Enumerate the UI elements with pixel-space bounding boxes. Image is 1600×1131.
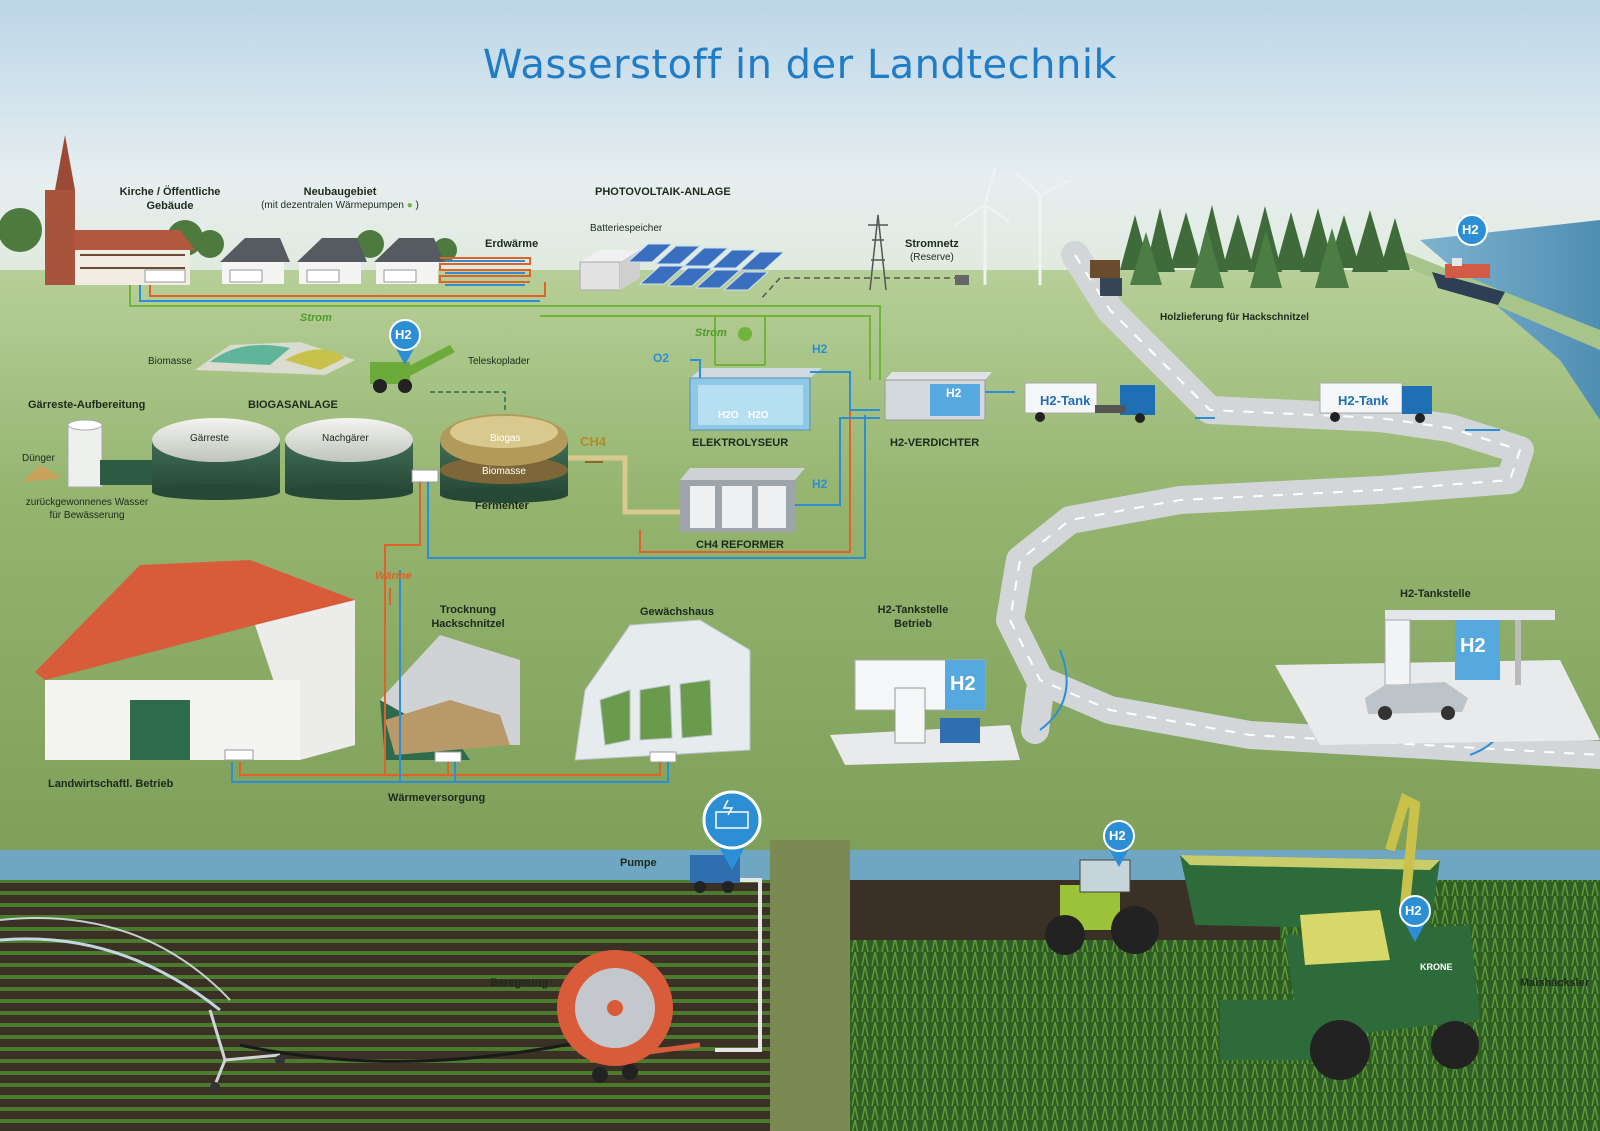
marker-tractor-text: H2 bbox=[1109, 828, 1126, 843]
label-o2: O2 bbox=[653, 351, 669, 365]
label-biomasse-fermenter: Biomasse bbox=[482, 466, 526, 479]
label-h2-station-sign-1: H2 bbox=[950, 673, 976, 696]
label-stromnetz-title: Stromnetz bbox=[905, 238, 959, 250]
label-waerme: Wärme bbox=[375, 570, 412, 582]
label-kirche: Kirche / Öffentliche Gebäude bbox=[110, 186, 230, 214]
label-neubaugebiet-sub-text: (mit dezentralen Wärmepumpen bbox=[261, 200, 404, 211]
label-pumpe: Pumpe bbox=[620, 857, 657, 871]
label-nachgaerer: Nachgärer bbox=[322, 433, 369, 446]
label-strom-left: Strom bbox=[300, 312, 332, 324]
gaerreste-tank bbox=[152, 418, 280, 500]
label-biomasse-top: Biomasse bbox=[148, 356, 192, 369]
label-biogasanlage: BIOGASANLAGE bbox=[248, 399, 338, 413]
label-waermeversorgung: Wärmeversorgung bbox=[388, 792, 485, 806]
fermenter-tank bbox=[440, 414, 568, 503]
label-ch4: CH4 bbox=[580, 434, 606, 449]
label-neubaugebiet-title: Neubaugebiet bbox=[304, 186, 377, 198]
label-h2-verdichter-box: H2 bbox=[946, 386, 961, 400]
label-landwirtschaftl: Landwirtschaftl. Betrieb bbox=[48, 778, 173, 792]
label-strom-mid: Strom bbox=[695, 327, 727, 339]
label-h2-elektro: H2 bbox=[812, 342, 827, 356]
label-neubaugebiet-sub-end: ) bbox=[416, 200, 419, 211]
label-holzlieferung: Holzlieferung für Hackschnitzel bbox=[1160, 312, 1309, 325]
label-neubaugebiet: Neubaugebiet (mit dezentralen Wärmepumpe… bbox=[245, 186, 435, 212]
label-h2o-1: H2O bbox=[718, 410, 739, 421]
label-trocknung: Trocknung Hackschnitzel bbox=[428, 604, 508, 632]
label-biogas: Biogas bbox=[490, 433, 521, 446]
field-path bbox=[770, 840, 850, 1131]
page-title: Wasserstoff in der Landtechnik bbox=[0, 42, 1600, 88]
label-erdwaerme: Erdwärme bbox=[485, 238, 538, 252]
fermenter-heat-exchanger bbox=[412, 470, 438, 482]
label-h2-tank-1: H2-Tank bbox=[1040, 393, 1090, 408]
lightning-icon bbox=[738, 327, 752, 341]
label-stromnetz: Stromnetz (Reserve) bbox=[905, 238, 959, 264]
label-stromnetz-sub: (Reserve) bbox=[905, 252, 959, 265]
label-h2-reformer: H2 bbox=[812, 477, 827, 491]
label-teleskoplader: Teleskoplader bbox=[468, 356, 530, 369]
label-maishaecksler: Maishäcksler bbox=[1520, 977, 1589, 991]
marker-teleskoplader-text: H2 bbox=[395, 327, 412, 342]
label-ch4-reformer: CH4 REFORMER bbox=[696, 539, 784, 553]
label-h2-tank-2: H2-Tank bbox=[1338, 393, 1388, 408]
label-batteriespeicher: Batteriespeicher bbox=[590, 223, 662, 236]
label-h2o-2: H2O bbox=[748, 410, 769, 421]
label-elektrolyseur: ELEKTROLYSEUR bbox=[692, 437, 788, 451]
label-duenger: Dünger bbox=[22, 453, 55, 466]
label-gewaechshaus: Gewächshaus bbox=[640, 606, 714, 620]
label-neubaugebiet-sub: (mit dezentralen Wärmepumpen ● ) bbox=[245, 200, 435, 213]
label-fermenter: Fermenter bbox=[475, 500, 529, 514]
label-h2-tankstelle: H2-Tankstelle bbox=[1400, 588, 1471, 602]
label-photovoltaik: PHOTOVOLTAIK-ANLAGE bbox=[595, 186, 731, 200]
leaf-icon: ● bbox=[407, 200, 413, 211]
grid-box bbox=[955, 275, 969, 285]
label-gaerreste: Gärreste bbox=[190, 433, 229, 446]
label-beregnung: Beregnung bbox=[490, 977, 548, 991]
label-h2-station-sign-2: H2 bbox=[1460, 635, 1486, 658]
label-h2-tankstelle-betrieb: H2-Tankstelle Betrieb bbox=[873, 604, 953, 632]
h2-verdichter bbox=[885, 372, 992, 420]
label-wasser: zurückgewonnenes Wasser für Bewässerung bbox=[22, 497, 152, 522]
marker-ship-text: H2 bbox=[1462, 222, 1479, 237]
label-h2-verdichter: H2-VERDICHTER bbox=[890, 437, 979, 451]
label-gaerreste-aufbereitung: Gärreste-Aufbereitung bbox=[28, 399, 145, 413]
nachgaerer-tank bbox=[285, 418, 413, 500]
marker-haecksler-text: H2 bbox=[1405, 903, 1422, 918]
label-krone: KRONE bbox=[1420, 962, 1453, 972]
ch4-reformer bbox=[680, 468, 805, 532]
